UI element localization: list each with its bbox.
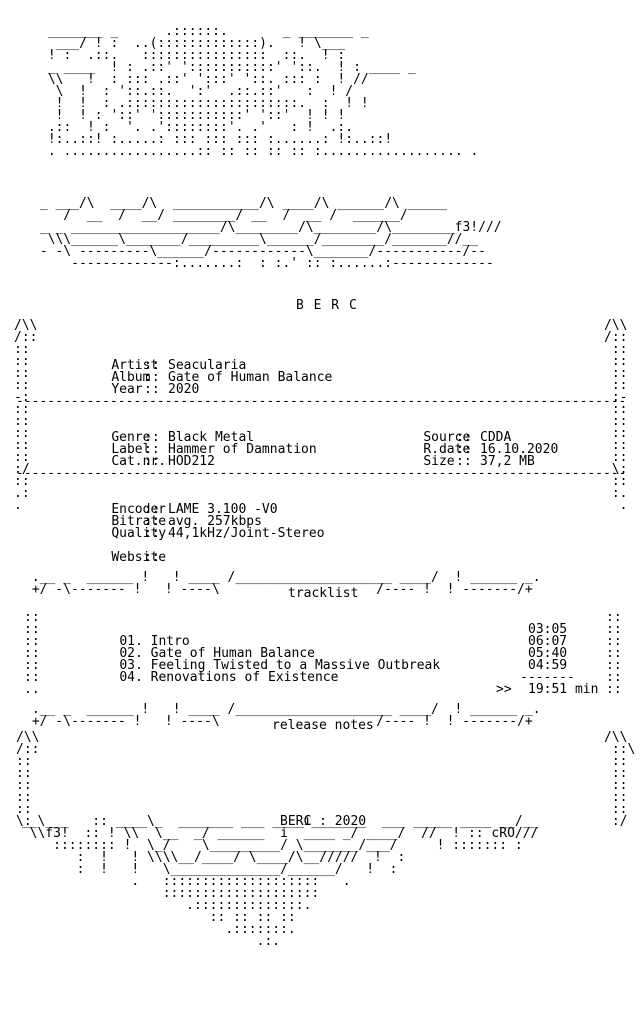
release-notes-title: release notes	[272, 718, 374, 733]
sep: ::	[144, 514, 160, 529]
tracklist-title: tracklist	[288, 586, 359, 601]
footer-tag: BERC : 2020	[280, 814, 367, 829]
header-skull-art: _______ _ .::::::. _ _______ _ ___/ ! : …	[47, 24, 479, 159]
album-value: Gate of Human Balance	[168, 370, 333, 385]
track-time: 05:40	[528, 646, 568, 661]
track-number: 02.	[119, 646, 143, 661]
frame-right-art: /\\ /:: :: :: :: :: :- :: :: :: :: :: \:…	[604, 318, 628, 513]
track-title: Feeling Twisted to a Massive Outbreak	[150, 658, 441, 673]
sep: ::	[456, 454, 472, 469]
genre-label: Genre	[111, 430, 151, 445]
year-label: Year	[111, 382, 143, 397]
track-time: 04:59	[528, 658, 568, 673]
sep: ::	[144, 430, 160, 445]
size-row: Size::37,2 MB	[392, 444, 534, 480]
footer-art: __\___ :: ____\_ _______ ___ ____i______…	[21, 814, 539, 949]
tracklist-left-frame: :: :: :: :: :: :: ..	[24, 610, 40, 697]
rdate-label: R.date	[423, 442, 471, 457]
track-title: Renovations of Existence	[150, 670, 339, 685]
release-notes-frame-art: .__ _ ______ ! ! ____ /_________________…	[31, 702, 541, 729]
bitrate-label: Bitrate	[111, 514, 167, 529]
frame-left-art: /\\ /:: :: :: :: :: -: :: :: :: :: :: :/…	[14, 318, 38, 513]
sep: ::	[456, 442, 472, 457]
website-row: Website::	[80, 540, 166, 576]
release-notes-left-frame: /\\ /:: :: :: :: :: :: \:	[16, 730, 40, 829]
quality-value: 44,1kHz/Joint-Stereo	[168, 526, 325, 541]
rdate-row: R.date::16.10.2020	[392, 432, 558, 468]
sep: ::	[144, 358, 160, 373]
encoder-label: Encoder	[111, 502, 167, 517]
sep: ::	[144, 442, 160, 457]
track-row: 02. Gate of Human Balance	[88, 636, 315, 672]
artist-value: Seacularia	[168, 358, 247, 373]
artist-label: Artist	[111, 358, 159, 373]
track-number: 01.	[119, 634, 143, 649]
sep: ::	[144, 382, 160, 397]
sep: ::	[144, 454, 160, 469]
header-banner-art: _ ___/\ ____/\ ___________/\ ____/\ ____…	[39, 196, 502, 271]
bitrate-value: avg. 257kbps	[168, 514, 262, 529]
rdate-value: 16.10.2020	[480, 442, 559, 457]
track-time: 03:05	[528, 622, 568, 637]
track-title: Gate of Human Balance	[150, 646, 315, 661]
track-number: 04.	[119, 670, 143, 685]
quality-row: Quality::44,1kHz/Joint-Stereo	[80, 516, 324, 552]
album-row: Album::Gate of Human Balance	[80, 360, 332, 396]
size-value: 37,2 MB	[480, 454, 535, 469]
track-row: 04. Renovations of Existence	[88, 660, 338, 696]
catnr-row: Cat.nr.::HOD212	[80, 444, 215, 480]
track-row: 01. Intro	[88, 624, 190, 660]
size-label: Size	[423, 454, 455, 469]
source-value: CDDA	[480, 430, 512, 445]
album-label: Album	[111, 370, 151, 385]
website-label: Website	[111, 550, 167, 565]
group-name: B E R C	[296, 298, 358, 313]
sep: ::	[144, 502, 160, 517]
catnr-label: Cat.nr.	[111, 454, 167, 469]
track-title: Intro	[150, 634, 190, 649]
separator-line-bottom: ----------------------------------------…	[16, 468, 624, 480]
label-row: Label::Hammer of Damnation	[80, 432, 316, 468]
source-label: Source	[423, 430, 471, 445]
artist-row: Artist::Seacularia	[80, 348, 246, 384]
quality-label: Quality	[111, 526, 167, 541]
release-notes-right-frame: /\\ ::\ :: :: :: :: :: :/	[604, 730, 636, 829]
sep: ::	[456, 430, 472, 445]
encoder-row: Encoder::LAME 3.100 -V0	[80, 492, 277, 528]
label-label: Label	[111, 442, 151, 457]
sep: ::	[144, 550, 160, 565]
catnr-value: HOD212	[168, 454, 215, 469]
tracklist-frame-art: .__ _ ______ ! ! ____ /_________________…	[31, 570, 541, 597]
track-row: 03. Feeling Twisted to a Massive Outbrea…	[88, 648, 440, 684]
tracklist-right-frame: :: :: :: :: :: :: ::	[606, 610, 622, 697]
track-number: 03.	[119, 658, 143, 673]
track-time: 06:07	[528, 634, 568, 649]
genre-value: Black Metal	[168, 430, 255, 445]
sep: ::	[144, 370, 160, 385]
total-duration: 19:51 min	[528, 682, 599, 697]
source-row: Source::CDDA	[392, 420, 511, 456]
bitrate-row: Bitrate::avg. 257kbps	[80, 504, 262, 540]
encoder-value: LAME 3.100 -V0	[168, 502, 278, 517]
total-arrow: >>	[496, 682, 512, 697]
genre-row: Genre::Black Metal	[80, 420, 254, 456]
year-value: 2020	[168, 382, 200, 397]
total-rule: -------	[520, 670, 575, 685]
label-value: Hammer of Damnation	[168, 442, 317, 457]
sep: ::	[144, 526, 160, 541]
year-row: Year::2020	[80, 372, 199, 408]
separator-line-top: ----------------------------------------…	[16, 396, 624, 408]
